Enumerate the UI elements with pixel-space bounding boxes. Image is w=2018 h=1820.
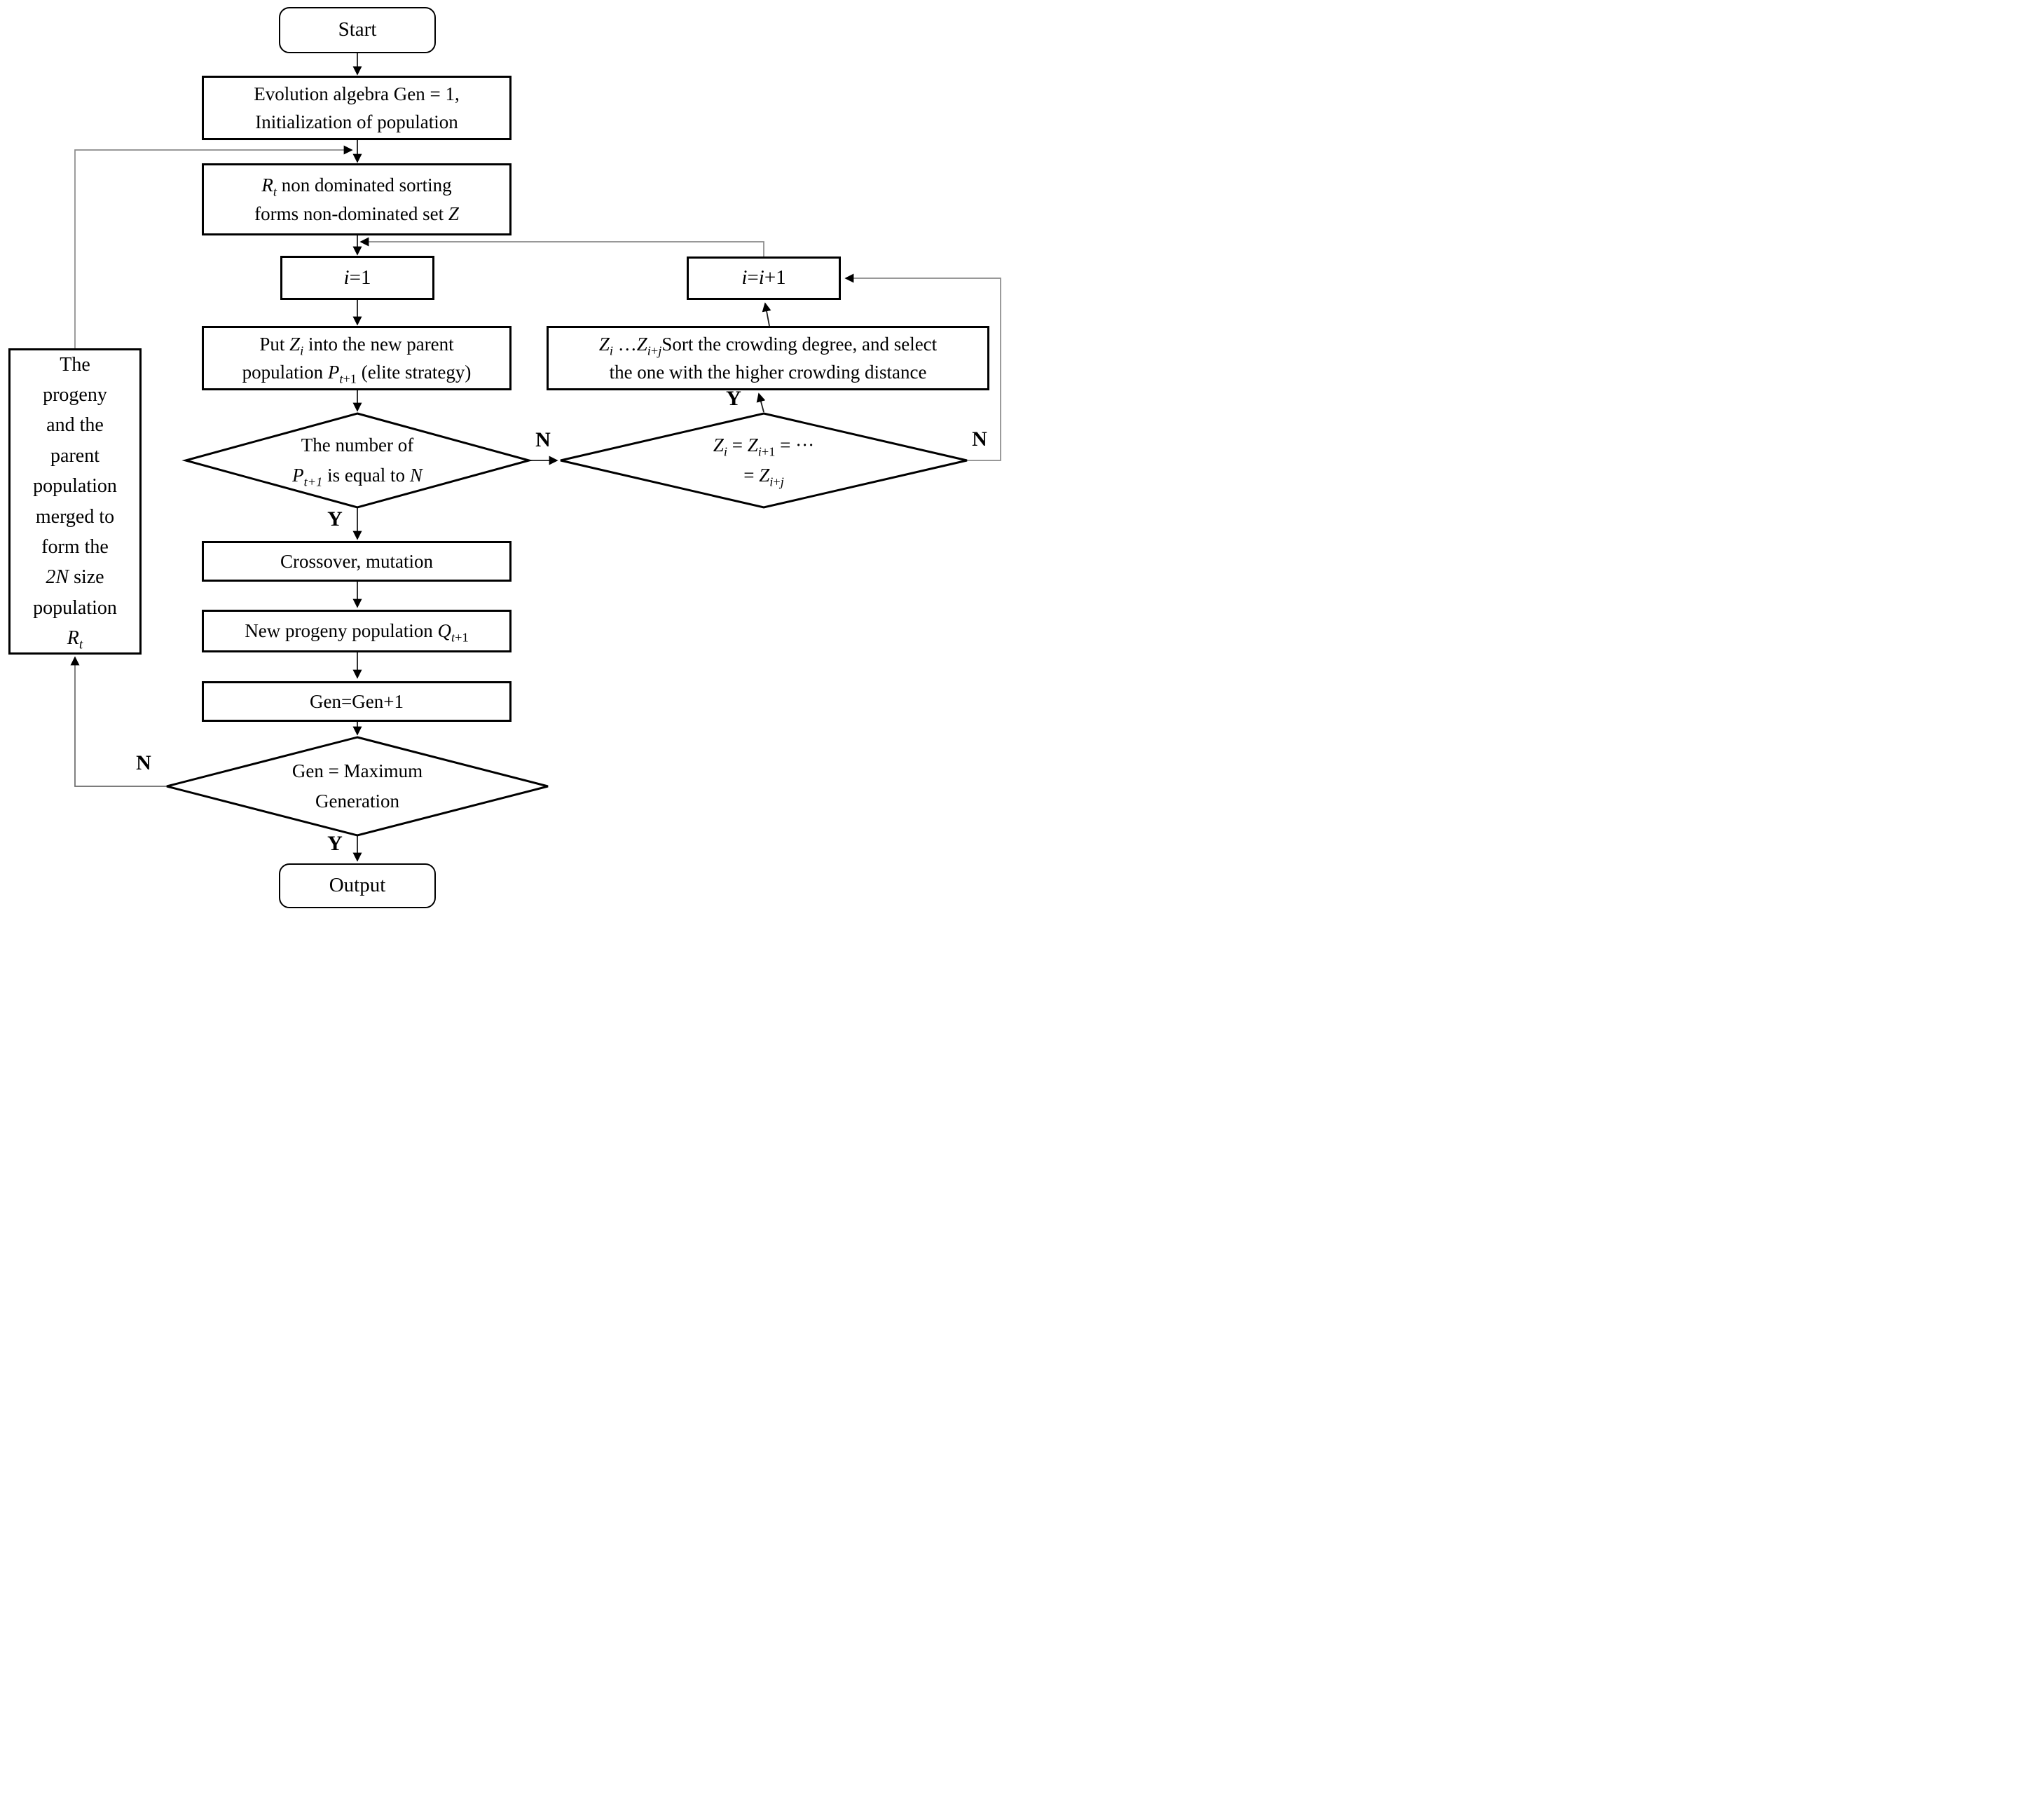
label-yes-pt1-branch: Y xyxy=(327,507,343,531)
init-node: Evolution algebra Gen = 1, Initializatio… xyxy=(202,76,512,140)
merge-line: merged to xyxy=(35,505,115,528)
elite-line1: Put Zi into the new parent xyxy=(259,333,454,357)
elite-line2: population Pt+1 (elite strategy) xyxy=(242,362,472,386)
arrow-zequal-yes-to-sort xyxy=(756,392,766,413)
maxgen-line2: Generation xyxy=(315,791,399,812)
label-no-pt1-branch: N xyxy=(535,428,551,451)
iinc-label: i=i+1 xyxy=(741,266,786,289)
zequal-line2: = Zi+j xyxy=(743,465,784,489)
diamond-pt1-equal-n xyxy=(181,412,533,509)
output-label: Output xyxy=(329,874,386,897)
merge-line: form the xyxy=(41,535,109,558)
merge-line: Rt xyxy=(67,627,83,652)
arrow-sort-to-iinc xyxy=(762,302,771,327)
decision-line2: Pt+1 is equal to N xyxy=(292,465,423,489)
merge-line: progeny xyxy=(43,383,107,406)
new-progeny-node: New progeny population Qt+1 xyxy=(202,610,512,652)
nds-line2: forms non-dominated set Z xyxy=(254,203,459,224)
label-yes-maxgen-branch: Y xyxy=(327,832,343,855)
merge-line: population xyxy=(33,475,117,498)
start-node: Start xyxy=(279,7,436,53)
decision-line1: The number of xyxy=(301,434,414,456)
merge-line: parent xyxy=(50,444,99,467)
crowding-sort-node: Zi …Zi+jSort the crowding degree, and se… xyxy=(547,326,989,390)
merge-line: The xyxy=(60,353,90,376)
i-increment-node: i=i+1 xyxy=(687,256,841,300)
diamond-max-generation xyxy=(166,736,549,837)
label-no-maxgen-branch: N xyxy=(136,751,151,774)
arrow-merge-to-nds-junction xyxy=(74,145,353,348)
output-node: Output xyxy=(279,863,436,908)
start-label: Start xyxy=(338,18,377,41)
nds-line1: Rt non dominated sorting xyxy=(261,175,452,199)
newprog-label: New progeny population Qt+1 xyxy=(245,620,469,645)
i-equals-1-node: i=1 xyxy=(280,256,434,300)
i1-label: i=1 xyxy=(343,266,371,289)
connector-layer xyxy=(70,53,1001,862)
zequal-line1: Zi = Zi+1 = ··· xyxy=(713,434,815,459)
merge-line: 2N size xyxy=(46,566,104,589)
gen-label: Gen=Gen+1 xyxy=(310,690,404,712)
non-dominated-sorting-node: Rt non dominated sorting forms non-domin… xyxy=(202,163,512,235)
init-line2: Initialization of population xyxy=(255,111,458,132)
elite-strategy-node: Put Zi into the new parent population Pt… xyxy=(202,326,512,390)
label-no-zequal-branch: N xyxy=(972,427,987,451)
init-line1: Evolution algebra Gen = 1, xyxy=(254,83,460,104)
merge-line: and the xyxy=(46,414,104,437)
gen-increment-node: Gen=Gen+1 xyxy=(202,681,512,722)
label-yes-zequal-branch: Y xyxy=(726,387,741,410)
arrow-zequal-no-to-iinc xyxy=(844,273,1001,461)
flowchart-canvas: Start Evolution algebra Gen = 1, Initial… xyxy=(0,0,1009,910)
decision-pt1-equal-n-label: The number of Pt+1 is equal to N xyxy=(217,427,497,493)
merge-population-node: The progeny and the parent population me… xyxy=(8,348,142,655)
decision-max-generation-label: Gen = Maximum Generation xyxy=(217,753,497,819)
maxgen-line1: Gen = Maximum xyxy=(291,760,423,781)
merge-line: population xyxy=(33,596,117,619)
crossover-label: Crossover, mutation xyxy=(280,550,433,572)
sort-line2: the one with the higher crowding distanc… xyxy=(609,362,927,383)
arrow-iinc-to-i1-junction xyxy=(359,237,764,256)
arrow-maxgen-no-to-merge xyxy=(70,656,167,787)
crossover-mutation-node: Crossover, mutation xyxy=(202,541,512,582)
sort-line1: Zi …Zi+jSort the crowding degree, and se… xyxy=(598,333,938,357)
decision-z-equal-label: Zi = Zi+1 = ··· = Zi+j xyxy=(624,427,904,493)
diamond-z-equal xyxy=(560,412,968,509)
